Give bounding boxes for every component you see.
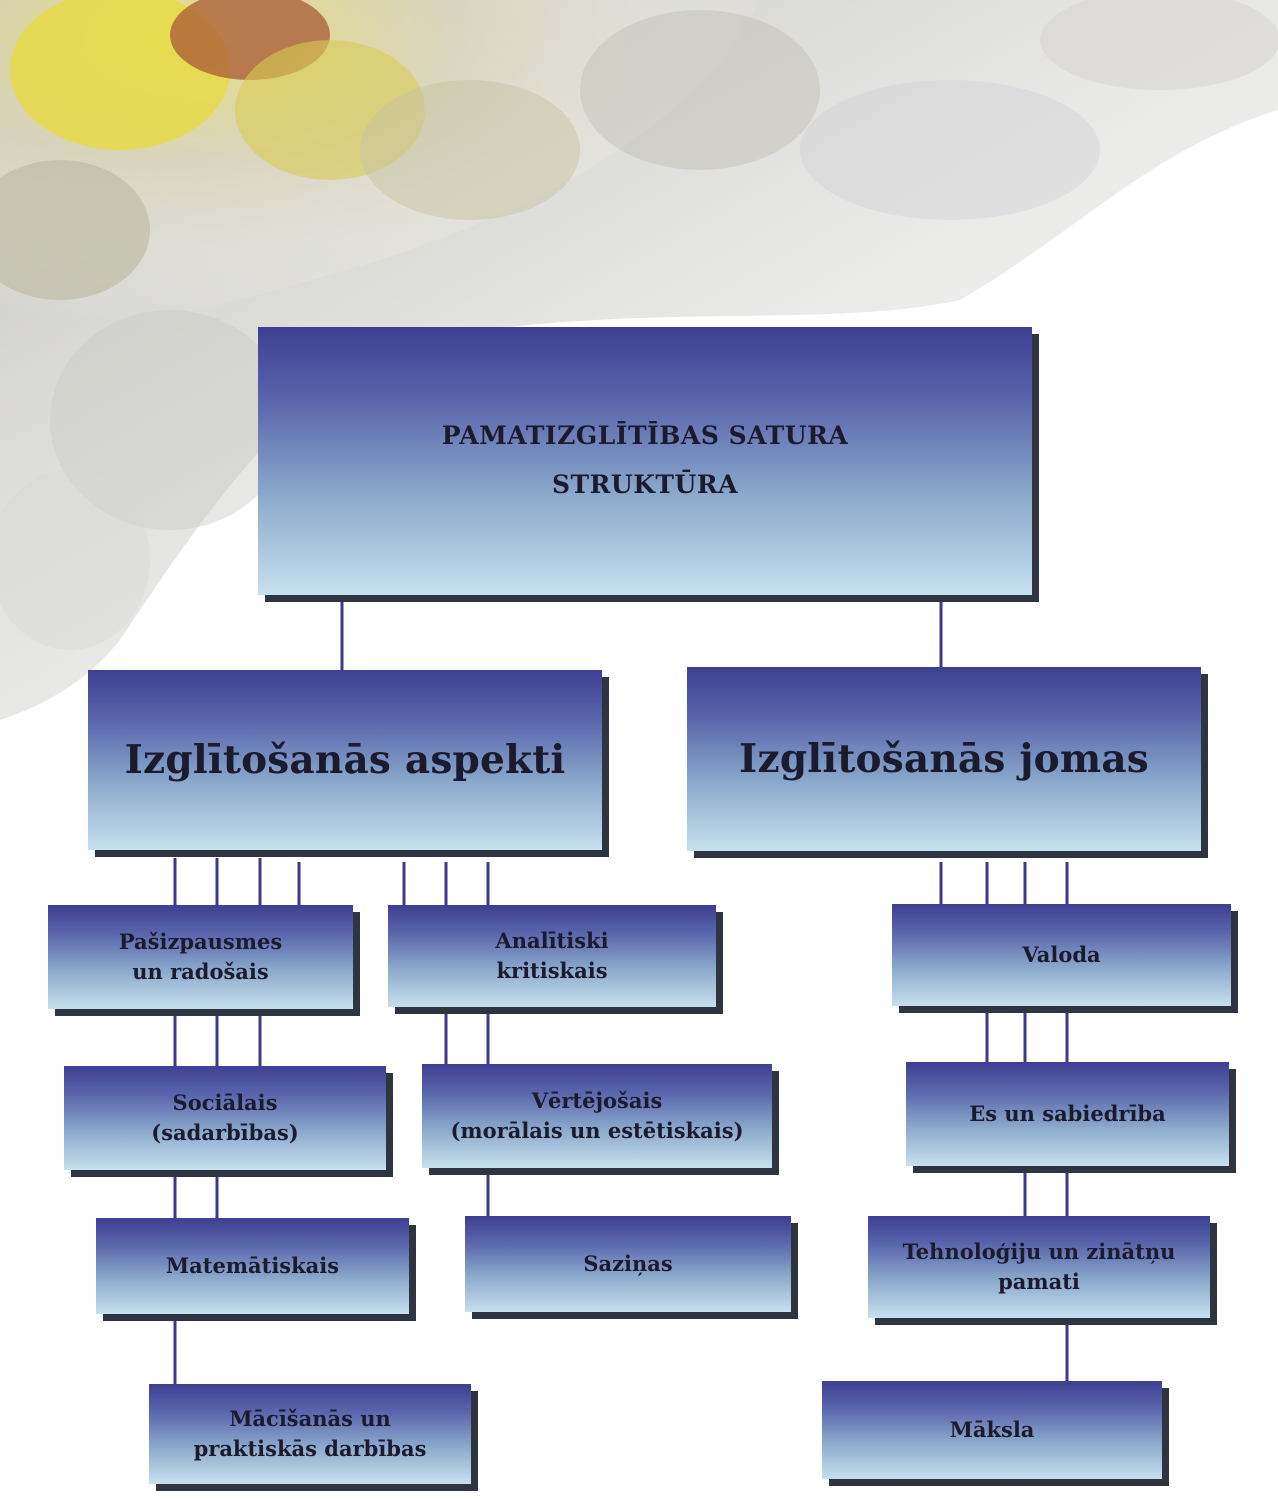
aspect-box-learning-practical: Mācīšanās un praktiskās darbības bbox=[149, 1384, 471, 1484]
aspect-label-line1: Vērtējošais bbox=[531, 1087, 663, 1113]
aspect-label-line1: Matemātiskais bbox=[165, 1252, 340, 1278]
aspect-label-line1: Sociālais bbox=[172, 1089, 278, 1115]
field-label-line1: Valoda bbox=[1022, 941, 1101, 967]
root-title-line2: STRUKTŪRA bbox=[551, 470, 739, 499]
aspect-box-self-expression: Pašizpausmes un radošais bbox=[48, 905, 353, 1009]
aspect-label-line1: Saziņas bbox=[583, 1250, 673, 1276]
autumn-leaves-background bbox=[0, 0, 1278, 720]
aspect-label-line2: (sadarbības) bbox=[151, 1120, 299, 1145]
aspect-box-evaluative: Vērtējošais (morālais un estētiskais) bbox=[422, 1064, 772, 1168]
aspect-box-analytical: Analītiski kritiskais bbox=[388, 905, 716, 1007]
field-label-line1: Tehnoloģiju un zinātņu bbox=[902, 1238, 1176, 1264]
left-branch-title: Izglītošanās aspekti bbox=[124, 737, 566, 783]
right-branch-title: Izglītošanās jomas bbox=[739, 736, 1149, 782]
field-label-line1: Es un sabiedrība bbox=[969, 1100, 1166, 1126]
left-branch-box: Izglītošanās aspekti bbox=[88, 670, 602, 850]
right-branch-box: Izglītošanās jomas bbox=[687, 667, 1201, 851]
aspect-label-line2: kritiskais bbox=[496, 958, 608, 983]
field-label-line2: pamati bbox=[998, 1269, 1080, 1294]
field-box-art: Māksla bbox=[822, 1381, 1162, 1479]
field-box-language: Valoda bbox=[892, 904, 1231, 1006]
aspect-label-line2: (morālais un estētiskais) bbox=[450, 1118, 744, 1143]
aspect-box-communication: Saziņas bbox=[465, 1216, 791, 1312]
aspect-label-line1: Mācīšanās un bbox=[229, 1405, 391, 1431]
root-title-line1: PAMATIZGLĪTĪBAS SATURA bbox=[441, 421, 849, 451]
field-box-technology-science: Tehnoloģiju un zinātņu pamati bbox=[868, 1216, 1210, 1318]
root-box: PAMATIZGLĪTĪBAS SATURA STRUKTŪRA bbox=[258, 327, 1032, 595]
aspect-label-line2: un radošais bbox=[132, 959, 269, 984]
aspect-label-line2: praktiskās darbības bbox=[193, 1436, 427, 1461]
aspect-label-line1: Pašizpausmes bbox=[118, 928, 283, 954]
field-label-line1: Māksla bbox=[949, 1416, 1035, 1442]
aspect-box-mathematical: Matemātiskais bbox=[96, 1218, 409, 1314]
aspect-label-line1: Analītiski bbox=[495, 927, 609, 953]
aspect-box-social: Sociālais (sadarbības) bbox=[64, 1066, 386, 1170]
field-box-society: Es un sabiedrība bbox=[906, 1062, 1229, 1166]
